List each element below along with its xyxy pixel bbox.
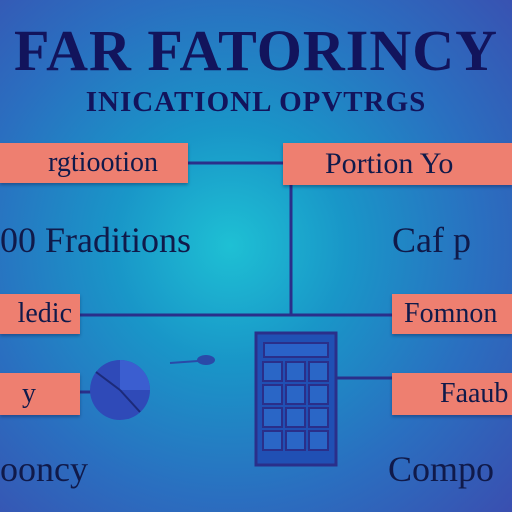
diagram-subtitle: INICATIONL OPVTRGS: [85, 86, 427, 118]
left-box-top: rgtiootion: [0, 143, 188, 183]
right-label-upper: Caf p: [392, 220, 471, 260]
pie-chart-icon: [90, 360, 150, 420]
right-box-top-label: Portion Yo: [325, 147, 454, 180]
right-box-top: Portion Yo: [283, 143, 512, 185]
left-box-middle-label: ledic: [17, 298, 72, 329]
right-box-bottom-label: Faaub: [440, 378, 509, 409]
left-label-lower: ooncy: [0, 449, 88, 489]
calculator-icon: [254, 331, 338, 467]
left-box-middle: ledic: [0, 294, 80, 334]
left-box-bottom-label: y: [22, 378, 36, 409]
right-box-bottom: Faaub: [392, 373, 512, 415]
right-box-middle: Fomnon: [392, 294, 512, 334]
right-label-lower: Compo: [388, 449, 495, 489]
diagram-title: FAR FATORINCY: [14, 18, 498, 83]
left-label-upper: 00 Fraditions: [0, 220, 192, 260]
right-box-middle-label: Fomnon: [404, 298, 498, 329]
left-box-top-label: rgtiootion: [48, 147, 158, 178]
drop-icon: [169, 355, 215, 365]
left-box-bottom: y: [0, 373, 80, 415]
